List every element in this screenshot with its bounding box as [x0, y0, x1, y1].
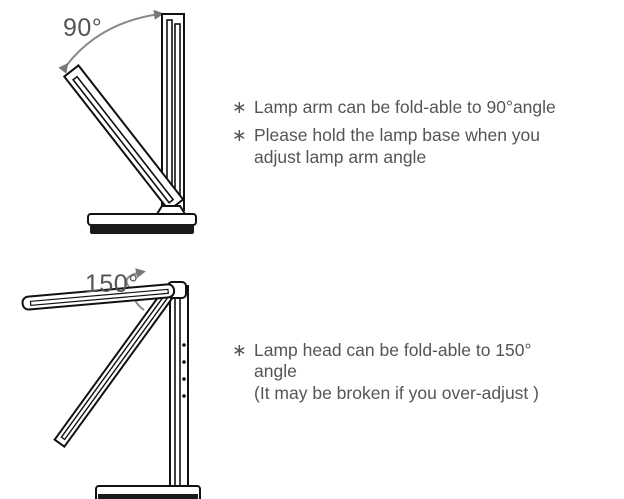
note-line: (It may be broken if you over-adjust ): [254, 383, 539, 403]
lamp-head: [21, 283, 176, 311]
note-fold-90: ∗ Lamp arm can be fold-able to 90°angle: [232, 97, 612, 121]
upright-column: [169, 285, 189, 493]
note-line: adjust lamp arm angle: [254, 147, 427, 167]
note-fold-150: ∗ Lamp head can be fold-able to 150° ang…: [232, 340, 612, 412]
note-hold-base: ∗ Please hold the lamp base when you adj…: [232, 125, 612, 173]
lamp-diagram-150: [21, 268, 201, 499]
note-line: Lamp head can be fold-able to 150°: [254, 340, 532, 360]
angle-label-90: 90°: [63, 14, 103, 42]
asterisk-bullet: ∗: [232, 340, 247, 360]
angle-arc-arrow: [58, 9, 164, 74]
angle-label-150: 150°: [85, 270, 139, 298]
diagonal-arm: [53, 284, 178, 449]
asterisk-bullet: ∗: [232, 125, 247, 145]
lamp-base: [87, 205, 197, 234]
asterisk-bullet: ∗: [232, 97, 247, 117]
folded-arm: [62, 64, 185, 212]
note-line: angle: [254, 361, 297, 381]
note-line: Please hold the lamp base when you: [254, 125, 541, 145]
lamp-base-150: [95, 485, 201, 499]
note-line: Lamp arm can be fold-able to 90°angle: [254, 97, 556, 117]
lamp-diagram-90: [58, 9, 197, 234]
